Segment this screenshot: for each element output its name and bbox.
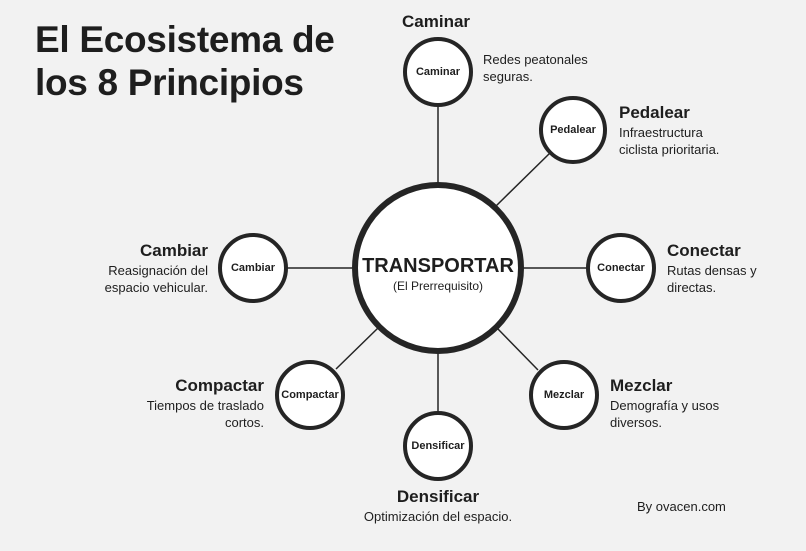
circle-caminar [403,37,473,107]
node-title-cambiar: Cambiar [139,241,208,260]
circle-label-pedalear: Pedalear [550,124,596,136]
circle-conectar [586,233,656,303]
circle-densificar [403,411,473,481]
title-line-2: los 8 Principios [35,62,304,103]
center-subtitle: (El Prerrequisito) [392,279,484,293]
node-title-mezclar: Mezclar [610,376,673,395]
circle-label-caminar: Caminar [415,66,461,78]
circle-cambiar [218,233,288,303]
circle-label-mezclar: Mezclar [543,389,585,401]
circle-label-densificar: Densificar [411,440,465,452]
circle-compactar [275,360,345,430]
node-title-densificar: Densificar [396,487,480,506]
title-line-1: El Ecosistema de [35,19,335,60]
center-title: TRANSPORTAR [362,255,514,277]
node-title-caminar: Caminar [402,12,471,31]
credit-text: By ovacen.com [637,499,726,514]
circle-label-cambiar: Cambiar [230,262,276,274]
circle-mezclar [529,360,599,430]
circle-label-conectar: Conectar [597,262,645,274]
connector-pedalear [495,151,552,207]
node-title-compactar: Compactar [175,376,264,395]
center-circle [352,182,524,354]
connector-mezclar [496,327,539,371]
circle-pedalear [539,96,607,164]
node-title-conectar: Conectar [667,241,741,260]
page-title: El Ecosistema de los 8 Principios [35,18,335,104]
circle-label-compactar: Compactar [281,389,339,401]
node-title-pedalear: Pedalear [619,103,690,122]
connector-compactar [335,327,379,370]
node-desc-densificar: Optimización del espacio. [363,509,513,524]
